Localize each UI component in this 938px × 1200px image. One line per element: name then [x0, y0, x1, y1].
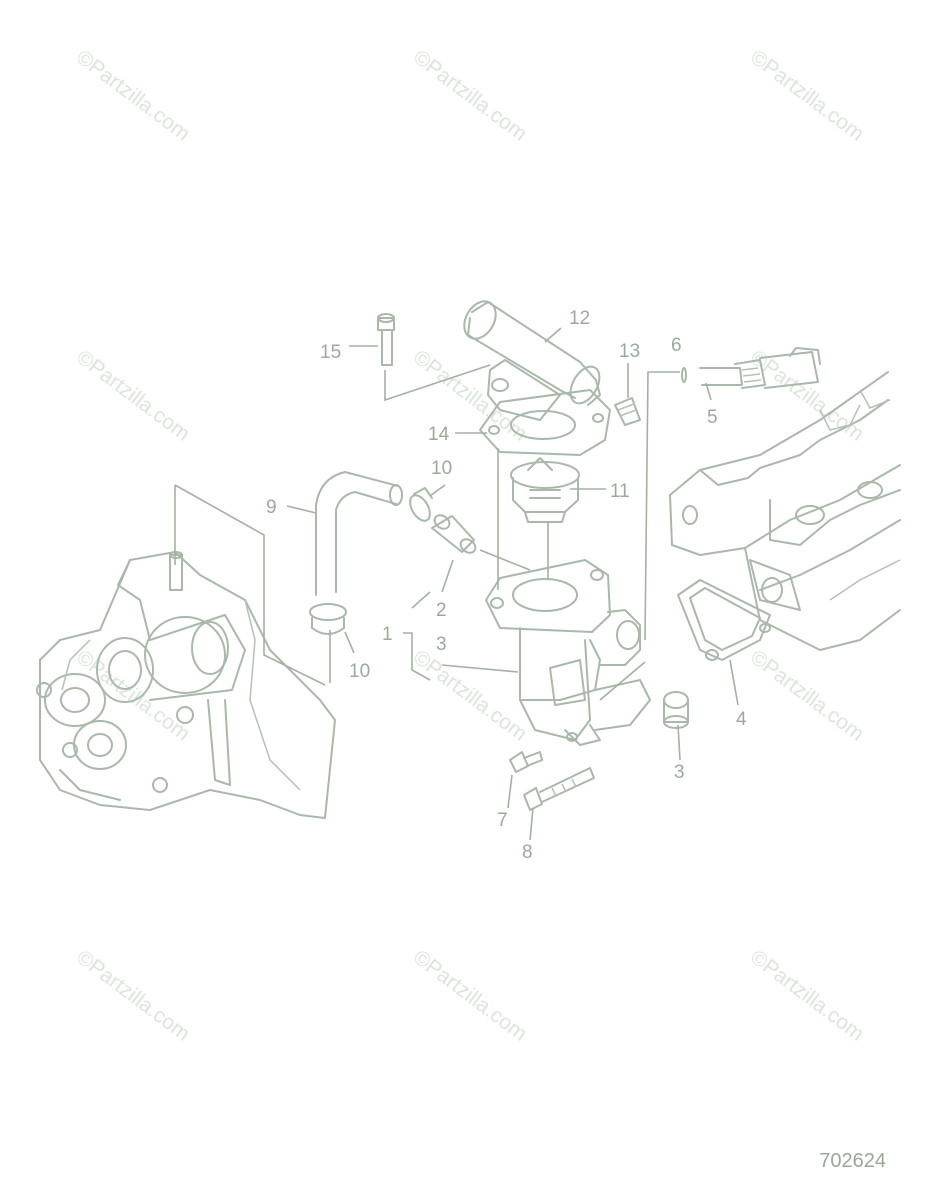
hose-clamps: [309, 487, 433, 635]
bolts: [377, 313, 595, 811]
plug-3: [663, 691, 689, 729]
watermark: ©Partzilla.com: [746, 346, 868, 446]
watermark: ©Partzilla.com: [746, 46, 868, 146]
callout-3: 3: [436, 634, 447, 655]
diagram-number: 702624: [819, 1150, 886, 1172]
thermostat: [510, 457, 580, 523]
callout-12: 12: [569, 308, 590, 329]
callout-10: 10: [349, 661, 370, 682]
watermark: ©Partzilla.com: [72, 946, 194, 1046]
bypass-hose: [315, 471, 403, 596]
watermark: ©Partzilla.com: [409, 646, 531, 746]
callout-11: 11: [610, 481, 630, 502]
callout-7: 7: [497, 810, 508, 831]
callout-5: 5: [707, 407, 718, 428]
watermark: ©Partzilla.com: [746, 646, 868, 746]
pipe-2: [431, 514, 477, 554]
callout-13: 13: [619, 341, 640, 362]
leader-lines: [174, 327, 739, 841]
temperature-sensor: [681, 347, 821, 389]
watermark: ©Partzilla.com: [72, 346, 194, 446]
gasket-14: [479, 389, 611, 456]
callout-10: 10: [431, 458, 452, 479]
water-outlet-elbow: [463, 300, 601, 421]
watermark: ©Partzilla.com: [409, 946, 531, 1046]
callout-15: 15: [320, 342, 341, 363]
callout-4: 4: [736, 709, 747, 730]
callout-6: 6: [671, 335, 682, 356]
callout-1: 1: [382, 624, 393, 645]
cylinder-head-right: [669, 371, 901, 651]
callout-2: 2: [436, 600, 447, 621]
watermark: ©Partzilla.com: [409, 46, 531, 146]
watermark: ©Partzilla.com: [746, 946, 868, 1046]
callout-8: 8: [522, 842, 533, 863]
callout-3: 3: [674, 762, 685, 783]
watermark: ©Partzilla.com: [72, 646, 194, 746]
gasket-4: [677, 579, 771, 661]
callout-9: 9: [266, 497, 277, 518]
callouts: 1 2 3 3 4 5 6 7 8 9 10 10 11 12 13 14 15: [266, 308, 747, 863]
callout-14: 14: [428, 424, 450, 445]
plug-13: [614, 397, 641, 426]
thermostat-housing: [485, 559, 651, 746]
watermark: ©Partzilla.com: [72, 46, 194, 146]
engine-block-left: [36, 551, 336, 819]
